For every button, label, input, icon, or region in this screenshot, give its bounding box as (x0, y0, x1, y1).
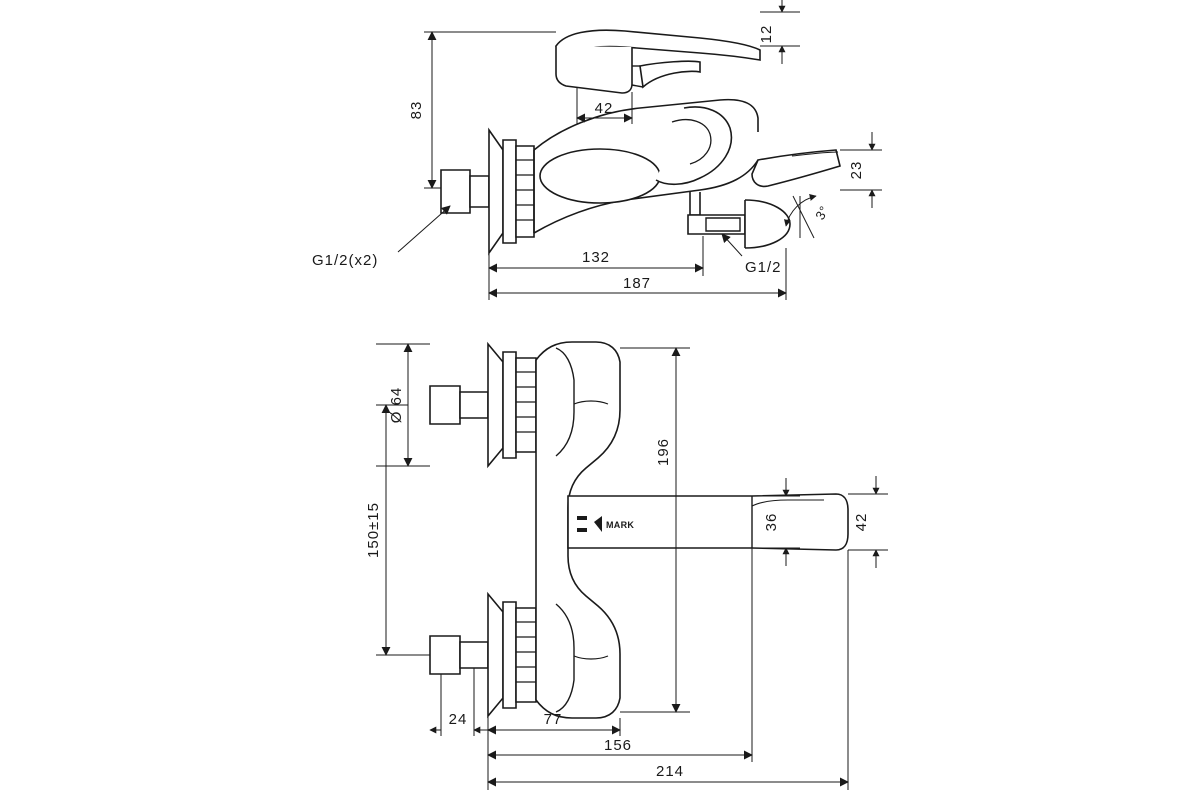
dimension-36-label: 36 (763, 513, 780, 532)
dimension-196-label: 196 (655, 438, 672, 466)
dimension-132-label: 132 (582, 249, 610, 266)
dimension-42-front: 42 (848, 476, 888, 568)
dimension-83: 83 (408, 31, 556, 189)
dimension-214: 214 (487, 550, 849, 790)
brand-logo-label: MARK (606, 520, 634, 530)
leader-g12: G1/2 (721, 233, 782, 276)
dimension-3deg-label: 3° (812, 203, 832, 222)
dimension-132: 132 (488, 213, 704, 276)
dimension-36: 36 (752, 478, 800, 566)
dimension-83-label: 83 (408, 101, 425, 120)
dimension-42-side-label: 42 (595, 100, 614, 117)
dimension-42-side: 42 (576, 88, 633, 124)
side-view-body (533, 98, 759, 234)
dimension-187-label: 187 (623, 275, 651, 292)
dimension-77-label: 77 (544, 711, 563, 728)
dimension-24: 24 (429, 668, 488, 736)
dimension-42-front-label: 42 (853, 513, 870, 532)
brand-logo-plate: MARK (575, 508, 637, 540)
dimension-12: 12 (758, 0, 800, 64)
dimension-150: 150±15 (365, 404, 430, 656)
front-view-lever (567, 493, 849, 551)
front-view-upper-connector (429, 341, 537, 469)
dimension-3deg: 3° (784, 194, 832, 239)
dimension-77: 77 (487, 711, 621, 736)
side-view-lever-handle (555, 29, 761, 94)
dimension-214-label: 214 (656, 763, 684, 780)
dimension-12-label: 12 (758, 25, 775, 44)
dimension-156-label: 156 (604, 737, 632, 754)
dimension-24-label: 24 (449, 711, 468, 728)
dimension-156: 156 (487, 548, 753, 762)
dimension-196: 196 (620, 347, 690, 713)
leader-g12x2: G1/2(x2) (312, 205, 451, 269)
dimension-187: 187 (488, 248, 787, 300)
side-view-group: 12 83 42 23 (312, 0, 882, 300)
side-view-wall-connector (440, 127, 535, 256)
dimension-23: 23 (840, 132, 882, 208)
front-view-lower-connector (429, 591, 537, 719)
leader-g12-label: G1/2 (745, 259, 782, 276)
side-view-spout (751, 149, 841, 188)
front-view-group: MARK Ø 64 150±15 196 (365, 341, 888, 790)
side-view-diverter-outlet (687, 192, 791, 249)
dimension-150-label: 150±15 (365, 502, 382, 558)
leader-g12x2-label: G1/2(x2) (312, 252, 378, 269)
dimension-23-label: 23 (848, 161, 865, 180)
